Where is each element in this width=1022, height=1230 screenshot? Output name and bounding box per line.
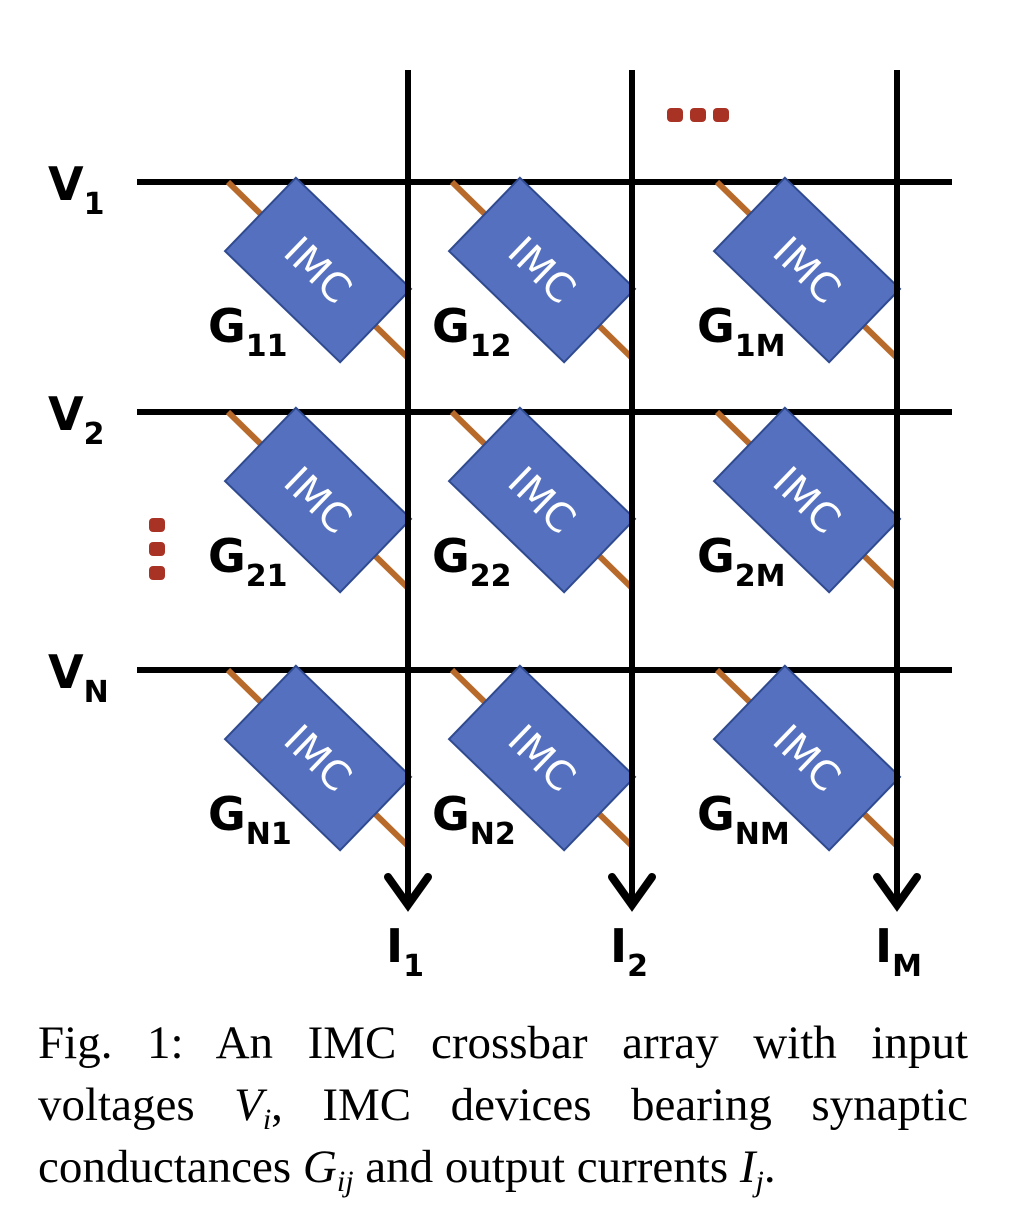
imc-device-body bbox=[447, 406, 637, 594]
current-arrow bbox=[873, 873, 921, 912]
conductance-label: GN2 bbox=[432, 787, 516, 852]
imc-device: IMC bbox=[223, 176, 413, 364]
conductance-label: GN1 bbox=[208, 787, 292, 852]
imc-device-body bbox=[223, 406, 413, 594]
imc-device: IMC bbox=[447, 664, 637, 852]
figure-caption: Fig. 1: An IMC crossbar array with input… bbox=[38, 1012, 968, 1198]
conductance-label: G12 bbox=[432, 299, 512, 364]
imc-device-body bbox=[712, 664, 902, 852]
column-current-label: I2 bbox=[610, 919, 648, 984]
current-arrow bbox=[608, 873, 656, 912]
caption-var-i: Ij bbox=[739, 1141, 764, 1198]
conductance-label: G2M bbox=[697, 529, 786, 594]
imc-device-body bbox=[712, 406, 902, 594]
conductance-label: G1M bbox=[697, 299, 786, 364]
row-voltage-label: VN bbox=[48, 645, 109, 710]
imc-device-body bbox=[447, 664, 637, 852]
conductance-label: G11 bbox=[208, 299, 288, 364]
imc-device-body bbox=[223, 176, 413, 364]
imc-device: IMC bbox=[447, 176, 637, 364]
caption-var-g: Gij bbox=[302, 1141, 354, 1198]
imc-device: IMC bbox=[447, 406, 637, 594]
imc-device-body bbox=[712, 176, 902, 364]
imc-device: IMC bbox=[712, 176, 902, 364]
row-voltage-label: V2 bbox=[48, 387, 104, 452]
caption-end: . bbox=[763, 1141, 776, 1193]
column-current-label: I1 bbox=[386, 919, 424, 984]
row-voltage-label: V1 bbox=[48, 157, 104, 222]
conductance-label: G21 bbox=[208, 529, 288, 594]
column-current-label: IM bbox=[875, 919, 922, 984]
caption-prefix: Fig. 1: An IMC crossbar array with input… bbox=[38, 1017, 968, 1131]
row-ellipsis-dot bbox=[149, 518, 165, 532]
caption-middle: , IMC devices bearing synaptic conductan… bbox=[38, 1079, 968, 1193]
row-ellipsis-dot bbox=[149, 542, 165, 556]
conductance-label: G22 bbox=[432, 529, 512, 594]
column-ellipsis-dot bbox=[713, 108, 729, 122]
imc-device: IMC bbox=[223, 664, 413, 852]
column-ellipsis-dot bbox=[667, 108, 683, 122]
caption-and: and output currents bbox=[353, 1141, 740, 1193]
imc-device: IMC bbox=[712, 664, 902, 852]
imc-device: IMC bbox=[223, 406, 413, 594]
imc-device-body bbox=[223, 664, 413, 852]
caption-var-v: Vi bbox=[234, 1079, 272, 1136]
imc-device: IMC bbox=[712, 406, 902, 594]
row-ellipsis-dot bbox=[149, 566, 165, 580]
column-ellipsis-dot bbox=[690, 108, 706, 122]
imc-device-body bbox=[447, 176, 637, 364]
current-arrow bbox=[384, 873, 432, 912]
